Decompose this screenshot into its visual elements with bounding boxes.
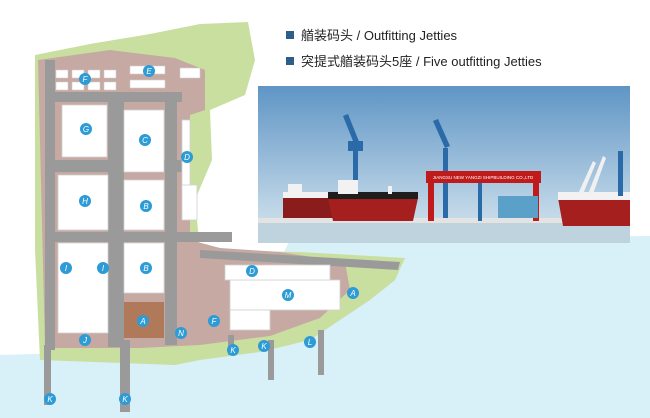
marker-label: D [184, 153, 190, 162]
marker-circle [140, 200, 152, 212]
marker-label: A [139, 317, 145, 326]
marker-label: H [82, 197, 88, 206]
marker-circle [79, 334, 91, 346]
legend-item-five-jetties: 突提式艏装码头5座 / Five outfitting Jetties [286, 54, 542, 70]
jetty-photo: JIANGSU NEW YANGZI SHIPBUILDING CO.,LTD [258, 86, 630, 243]
area-marker-k: K [258, 340, 270, 352]
area-marker-a: A [137, 315, 149, 327]
marker-label: B [143, 264, 149, 273]
marker-circle [208, 315, 220, 327]
marker-circle [139, 134, 151, 146]
marker-label: M [285, 291, 292, 300]
marker-circle [181, 151, 193, 163]
area-marker-l: L [304, 336, 316, 348]
area-marker-j: J [79, 334, 91, 346]
area-marker-g: G [80, 123, 92, 135]
marker-circle [347, 287, 359, 299]
ship-left [283, 184, 333, 218]
marker-label: L [308, 338, 312, 347]
area-marker-b: B [140, 262, 152, 274]
area-marker-f: F [208, 315, 220, 327]
marker-circle [97, 262, 109, 274]
marker-circle [79, 73, 91, 85]
photo-water [258, 221, 630, 243]
roads [45, 60, 400, 350]
marker-circle [175, 327, 187, 339]
marker-label: K [230, 346, 236, 355]
marker-circle [227, 344, 239, 356]
marker-label: K [122, 395, 128, 404]
marker-circle [79, 195, 91, 207]
area-marker-e: E [143, 65, 155, 77]
area-marker-i: I [60, 262, 72, 274]
photo-quay [258, 218, 630, 223]
area-marker-n: N [175, 327, 187, 339]
marker-label: I [65, 264, 68, 273]
legend-item-outfitting-jetties: 艏装码头 / Outfitting Jetties [286, 28, 457, 44]
area-marker-i: I [97, 262, 109, 274]
marker-circle [304, 336, 316, 348]
marker-circle [282, 289, 294, 301]
marker-label: J [82, 336, 88, 345]
ship-center [328, 180, 418, 221]
area-marker-h: H [79, 195, 91, 207]
area-marker-d: D [246, 265, 258, 277]
marker-circle [80, 123, 92, 135]
area-marker-c: C [139, 134, 151, 146]
marker-circle [137, 315, 149, 327]
marker-label: I [102, 264, 105, 273]
marker-label: G [83, 125, 89, 134]
marker-circle [246, 265, 258, 277]
area-marker-d: D [181, 151, 193, 163]
marker-label: A [349, 289, 355, 298]
legend-square-icon [286, 31, 294, 39]
area-marker-k: K [227, 344, 239, 356]
marker-label: D [249, 267, 255, 276]
marker-label: F [83, 75, 89, 84]
marker-label: K [261, 342, 267, 351]
marker-label: N [178, 329, 184, 338]
marker-circle [119, 393, 131, 405]
area-markers: F E G C D H B I I B D M A A F N J K K L K K [44, 65, 359, 405]
shipyard-building [498, 196, 538, 218]
area-marker-b: B [140, 200, 152, 212]
marker-circle [44, 393, 56, 405]
area-marker-m: M [282, 289, 294, 301]
marker-label: C [142, 136, 148, 145]
marker-label: B [143, 202, 149, 211]
legend-text: 突提式艏装码头5座 / Five outfitting Jetties [301, 54, 542, 69]
area-marker-a: A [347, 287, 359, 299]
marker-circle [143, 65, 155, 77]
marker-circle [140, 262, 152, 274]
marker-label: F [212, 317, 218, 326]
area-marker-k: K [44, 393, 56, 405]
marker-circle [258, 340, 270, 352]
area-marker-f: F [79, 73, 91, 85]
ship-right [558, 151, 630, 226]
legend-square-icon [286, 57, 294, 65]
marker-circle [60, 262, 72, 274]
area-marker-k: K [119, 393, 131, 405]
gantry-text: JIANGSU NEW YANGZI SHIPBUILDING CO.,LTD [433, 175, 534, 180]
marker-label: E [146, 67, 152, 76]
marker-label: K [47, 395, 53, 404]
legend-text: 艏装码头 / Outfitting Jetties [301, 28, 458, 43]
